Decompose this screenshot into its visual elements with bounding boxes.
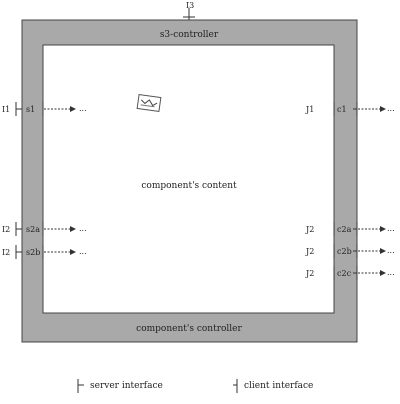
ellipsis: ... (387, 224, 395, 233)
port-name: c2a (337, 225, 352, 234)
client-port-c2a: J2 c2a... (305, 222, 395, 236)
outer-interface-label: J2 (305, 247, 314, 256)
ellipsis: ... (79, 104, 87, 113)
scribble-icon (136, 93, 162, 113)
port-name: c2b (337, 247, 352, 256)
outer-interface-label: I2 (2, 225, 10, 234)
top-interface: I3 (183, 1, 195, 20)
ellipsis: ... (387, 268, 395, 277)
outer-interface-label: J2 (305, 225, 314, 234)
client-port-c2c: J2 c2c... (305, 266, 395, 280)
client-port-c2b: J2 c2b... (305, 244, 395, 258)
ellipsis: ... (387, 104, 395, 113)
ellipsis: ... (79, 247, 87, 256)
outer-interface-label: J1 (305, 105, 314, 114)
port-name: s2b (26, 248, 40, 257)
port-name: s2a (26, 225, 40, 234)
legend-server-icon (77, 379, 84, 393)
ellipsis: ... (387, 246, 395, 255)
server-interfaces: I1 s1... I2 s2a... I2 s2b... (2, 102, 87, 259)
server-port-s2a: I2 s2a... (2, 222, 87, 236)
controller-bottom-label: component's controller (136, 324, 242, 334)
content-area (42, 44, 335, 314)
outer-interface-label: I1 (2, 105, 10, 114)
client-port-c1: J1 c1... (305, 102, 395, 116)
outer-interface-label: I2 (2, 248, 10, 257)
legend-server-label: server interface (90, 381, 163, 391)
legend-client-label: client interface (244, 381, 313, 391)
ellipsis: ... (79, 224, 87, 233)
server-port-s1: I1 s1... (2, 102, 87, 116)
server-port-s2b: I2 s2b... (2, 245, 87, 259)
client-interfaces: J1 c1... J2 c2a... J2 c2b... J2 c2c... (305, 102, 395, 280)
legend: server interface client interface (77, 379, 313, 393)
port-name: c1 (337, 105, 347, 114)
top-interface-label: I3 (186, 1, 194, 10)
port-name: c2c (337, 269, 352, 278)
content-label: component's content (141, 181, 237, 191)
legend-client-icon (233, 379, 238, 393)
port-name: s1 (26, 105, 35, 114)
controller-title: s3-controller (160, 30, 219, 40)
outer-interface-label: J2 (305, 269, 314, 278)
